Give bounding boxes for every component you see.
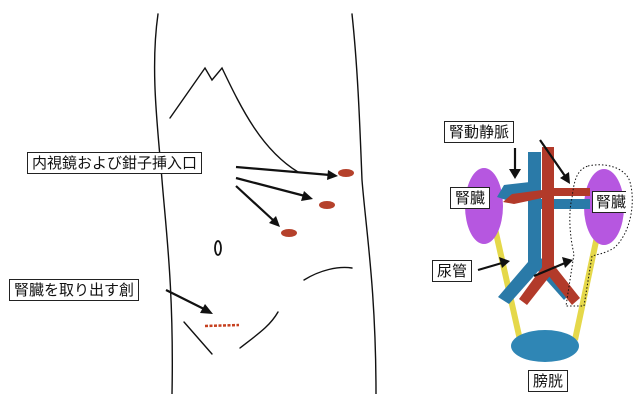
bladder-label: 膀胱 (528, 370, 569, 392)
left-arrows (165, 165, 338, 314)
renal-artery-left (503, 190, 542, 204)
ribcage-line (169, 66, 299, 173)
renal-artery-right (554, 188, 590, 196)
arrowhead-ureter-left (499, 257, 510, 268)
ivc (528, 152, 541, 270)
ureter-left (491, 223, 523, 341)
arrow-vessels-2 (539, 139, 566, 177)
renal-vein-right (540, 199, 590, 209)
right-arrows (477, 139, 573, 278)
port-mark-2 (319, 201, 335, 209)
renal-vessels-label: 腎動静脈 (444, 121, 515, 143)
bladder-shape (511, 330, 579, 362)
arrow-ureter-left (477, 261, 503, 272)
arrowhead-port-2 (301, 191, 313, 201)
kidney-left-label: 腎臓 (450, 187, 491, 209)
iliac-artery-left (519, 266, 553, 305)
hip-right-line (303, 266, 353, 281)
ureter-right (572, 231, 601, 341)
aorta (542, 147, 554, 270)
iliac-vein-left (498, 262, 541, 304)
arrowhead-port-1 (327, 170, 338, 180)
arrowhead-vessels-2 (560, 172, 570, 184)
torso-left-contour (153, 13, 173, 394)
arrow-port-1 (235, 165, 331, 177)
ureter-label: 尿管 (432, 260, 473, 282)
groin-left-line (183, 321, 213, 355)
port-incisions-label: 内視鏡および鉗子挿入口 (27, 152, 203, 174)
kidney-right-label: 腎臓 (592, 191, 627, 213)
groin-right-line (239, 311, 279, 349)
arrowhead-ureter-right (562, 257, 573, 268)
navel (214, 240, 222, 256)
arrowhead-incision (200, 304, 213, 314)
extraction-incision-label: 腎臓を取り出す創 (9, 279, 140, 301)
port-marks (281, 169, 354, 237)
arrowhead-vessels-1 (509, 169, 521, 179)
port-mark-1 (338, 169, 354, 177)
arrow-port-2 (235, 176, 306, 198)
torso-outline (153, 13, 377, 394)
urinary-tract (465, 147, 633, 362)
arrow-port-3 (235, 185, 274, 221)
arrow-ureter-right (533, 261, 566, 278)
arrowhead-port-3 (269, 216, 280, 227)
iliac-artery-right (544, 264, 580, 305)
torso-right-contour (351, 13, 377, 394)
extraction-incision-mark (204, 323, 240, 328)
port-mark-3 (281, 229, 297, 237)
arrow-incision (165, 289, 205, 310)
